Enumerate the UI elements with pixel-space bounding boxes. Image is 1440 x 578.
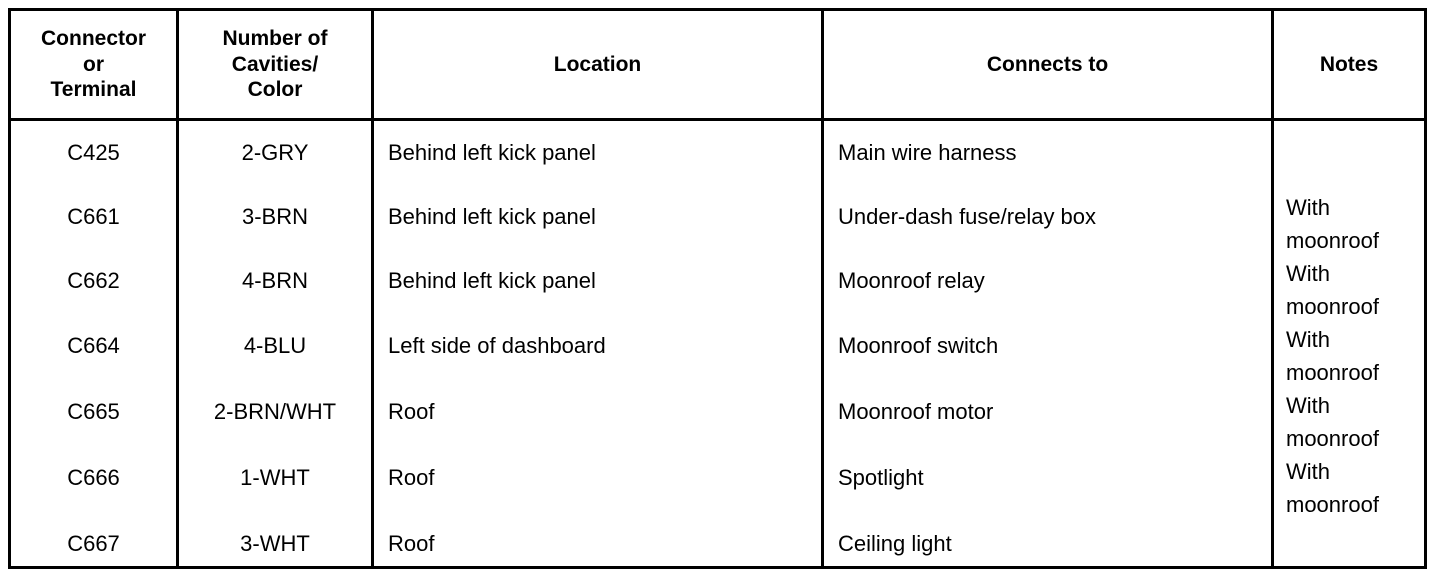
column-header-cavities-line-2: Cavities/	[231, 52, 319, 76]
cell-connector: C661	[67, 203, 120, 229]
cell-location: Left side of dashboard	[388, 332, 606, 358]
cell-cavities: 2-BRN/WHT	[213, 398, 337, 424]
note-item: With moonroof	[1286, 455, 1424, 521]
note-line: moonroof	[1286, 294, 1379, 319]
column-body-cavities: 2-GRY 3-BRN 4-BRN 4-BLU 2-BRN/WHT 1-WHT …	[176, 121, 371, 566]
note-line: moonroof	[1286, 426, 1379, 451]
cell-connector: C665	[67, 398, 120, 424]
note-line: With	[1286, 327, 1330, 352]
cell-connector: C667	[67, 530, 120, 556]
column-header-cavities-line-1: Number of	[222, 27, 328, 51]
cell-cavities: 3-WHT	[240, 530, 310, 556]
column-header-connector-line-3: Terminal	[50, 78, 137, 102]
column-body-location: Behind left kick panel Behind left kick …	[371, 121, 821, 566]
cell-connector: C425	[67, 139, 120, 165]
column-header-location-label: Location	[553, 52, 642, 76]
cell-connects-to: Moonroof switch	[838, 332, 999, 358]
column-header-connector: Connector or Terminal	[11, 11, 176, 118]
table-header-row: Connector or Terminal Number of Cavities…	[11, 11, 1424, 121]
table-body: C425 C661 C662 C664 C665 C666 C667 2-GRY…	[11, 121, 1424, 566]
column-body-notes: With moonroof With moonroof With moonroo…	[1271, 121, 1424, 566]
cell-connector: C664	[67, 332, 120, 358]
column-header-cavities-line-3: Color	[247, 78, 303, 102]
note-line: moonroof	[1286, 492, 1379, 517]
column-header-location: Location	[371, 11, 821, 118]
cell-cavities: 2-GRY	[241, 139, 309, 165]
note-line: With	[1286, 195, 1330, 220]
note-line: With	[1286, 261, 1330, 286]
column-header-connector-line-1: Connector	[41, 27, 146, 51]
cell-cavities: 3-BRN	[241, 203, 308, 229]
cell-connects-to: Moonroof relay	[838, 267, 985, 293]
column-body-connector: C425 C661 C662 C664 C665 C666 C667	[11, 121, 176, 566]
note-line: With	[1286, 393, 1330, 418]
note-item: With moonroof	[1286, 389, 1424, 455]
cell-cavities: 4-BLU	[243, 332, 307, 358]
note-line: moonroof	[1286, 360, 1379, 385]
note-item: With moonroof	[1286, 323, 1424, 389]
cell-location: Behind left kick panel	[388, 203, 596, 229]
cell-location: Roof	[388, 530, 435, 556]
column-header-cavities: Number of Cavities/ Color	[176, 11, 371, 118]
cell-connects-to: Under-dash fuse/relay box	[838, 203, 1097, 229]
cell-location: Roof	[388, 398, 435, 424]
column-header-connects-to-label: Connects to	[986, 52, 1109, 76]
note-item: With moonroof	[1286, 257, 1424, 323]
cell-connector: C666	[67, 464, 120, 490]
cell-location: Behind left kick panel	[388, 267, 596, 293]
cell-location: Behind left kick panel	[388, 139, 596, 165]
column-header-connects-to: Connects to	[821, 11, 1271, 118]
cell-connects-to: Main wire harness	[838, 139, 1017, 165]
note-line: moonroof	[1286, 228, 1379, 253]
cell-connects-to: Spotlight	[838, 464, 924, 490]
cell-cavities: 4-BRN	[241, 267, 308, 293]
note-item: With moonroof	[1286, 191, 1424, 257]
cell-connects-to: Moonroof motor	[838, 398, 994, 424]
column-header-connector-line-2: or	[83, 52, 104, 76]
cell-location: Roof	[388, 464, 435, 490]
column-header-notes: Notes	[1271, 11, 1424, 118]
column-header-notes-label: Notes	[1319, 52, 1379, 76]
connector-table: Connector or Terminal Number of Cavities…	[8, 8, 1427, 569]
note-line: With	[1286, 459, 1330, 484]
notes-stack: With moonroof With moonroof With moonroo…	[1274, 191, 1424, 521]
column-body-connects-to: Main wire harness Under-dash fuse/relay …	[821, 121, 1271, 566]
cell-connector: C662	[67, 267, 120, 293]
cell-connects-to: Ceiling light	[838, 530, 952, 556]
cell-cavities: 1-WHT	[240, 464, 310, 490]
